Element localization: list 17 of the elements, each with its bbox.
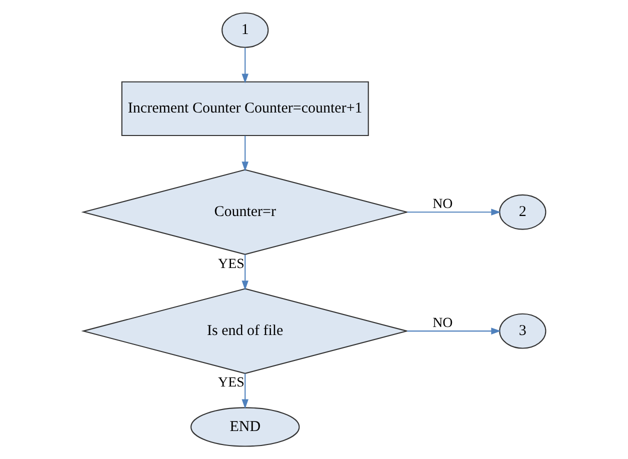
node-ellipse: END <box>190 407 300 447</box>
arrow <box>406 208 500 216</box>
arrow <box>241 254 248 290</box>
arrow <box>241 374 248 409</box>
node-ellipse: 1 <box>221 12 268 48</box>
edge-label: YES <box>218 256 244 272</box>
edge-label: NO <box>432 316 452 332</box>
node-diamond: Counter=r <box>80 169 409 255</box>
node-ellipse: 3 <box>498 313 546 349</box>
arrow <box>241 136 248 172</box>
node-box: Increment Counter Counter=counter+1 <box>120 81 368 136</box>
edge-label: NO <box>432 197 452 212</box>
node-diamond: Is end of file <box>80 288 409 374</box>
edge-label: YES <box>218 376 244 391</box>
arrow <box>241 48 248 84</box>
arrow <box>406 328 500 334</box>
node-ellipse: 2 <box>498 194 546 230</box>
